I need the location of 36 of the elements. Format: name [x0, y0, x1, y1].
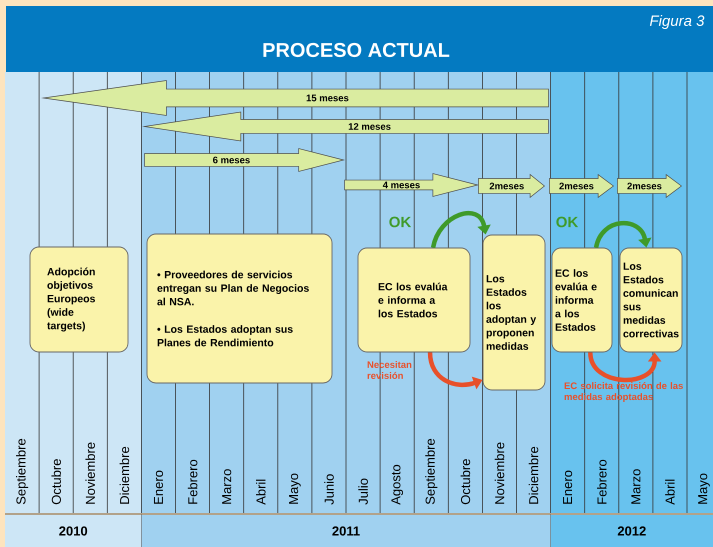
month-label: Julio	[358, 478, 368, 505]
curved-arrow	[430, 211, 491, 248]
month-label: Octubre	[51, 459, 61, 504]
month-label: Septiembre	[16, 438, 28, 504]
month-label: Mayo	[698, 474, 710, 504]
month-label: Abril	[665, 480, 675, 505]
month-label: Abril	[256, 480, 266, 505]
month-label: Noviembre	[85, 442, 95, 504]
figure-label: Figura 3	[650, 15, 704, 29]
month-label: Diciembre	[120, 446, 130, 504]
process-box: • Proveedores de servicios entregan su Plan de Negocios al NSA. • Los Estados adoptan sus Planes de Rendimiento	[146, 234, 332, 384]
year-label: 2010	[59, 526, 88, 536]
process-box: Adopción objetivos Europeos (wide targets)	[30, 246, 128, 352]
month-label: Noviembre	[494, 442, 504, 504]
month-label: Febrero	[188, 460, 198, 504]
process-box: EC los evalúa e informa a los Estados	[552, 248, 612, 352]
month-label: Marzo	[222, 469, 232, 504]
edge-label: OK	[556, 216, 578, 228]
year-label: 2011	[332, 526, 360, 536]
month-label: Enero	[563, 470, 572, 504]
edge-label: OK	[389, 216, 412, 228]
process-box: Los Estados los adoptan y proponen medidas	[482, 234, 546, 390]
month-label: Octubre	[460, 459, 470, 504]
month-label: Marzo	[631, 469, 640, 504]
month-label: Diciembre	[528, 446, 538, 504]
month-label: Septiembre	[425, 438, 438, 504]
month-label: Febrero	[597, 460, 607, 504]
year-label: 2012	[618, 526, 646, 536]
month-label: Agosto	[391, 464, 404, 505]
curved-arrow	[594, 221, 652, 248]
process-box: EC los evalúa e informa a los Estados	[358, 248, 470, 352]
process-box: Los Estados comunican sus medidas correctivas	[620, 248, 682, 352]
month-label: Enero	[154, 470, 164, 504]
month-label: Junio	[324, 474, 334, 505]
title: PROCESO ACTUAL	[263, 42, 450, 58]
month-label: Mayo	[289, 474, 301, 504]
